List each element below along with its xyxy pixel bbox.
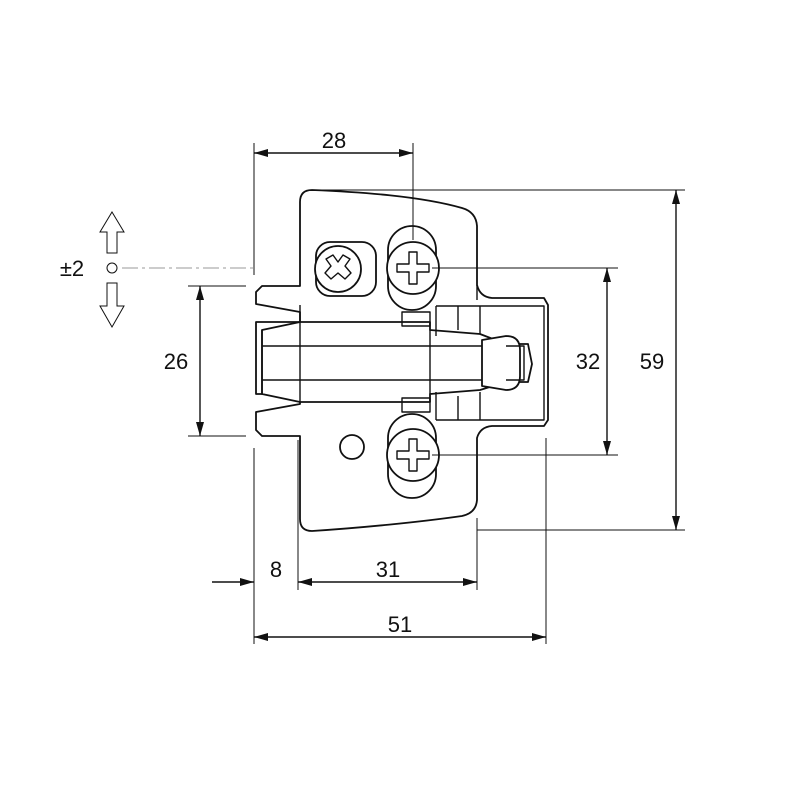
- height-adjustment-symbol: ±2: [60, 211, 125, 329]
- locating-hole: [339, 434, 365, 460]
- dim-total-width-label: 51: [388, 612, 412, 637]
- pivot-dot-icon: [106, 262, 118, 274]
- up-arrow-icon: [99, 211, 125, 254]
- cam-eccentric: [481, 335, 521, 391]
- down-arrow-icon: [99, 282, 125, 329]
- bottom-slot-notch: [401, 397, 431, 413]
- plate-upper-step: [299, 285, 478, 322]
- cam-eccentric-detail: [506, 345, 525, 381]
- dim-total-height: 59: [640, 190, 680, 530]
- phillips-screw-top: [386, 241, 440, 295]
- dim-left-height-label: 26: [164, 349, 188, 374]
- plate-right-frame: [435, 305, 545, 421]
- cross-screw-left: [314, 245, 362, 293]
- dim-offset-left-label: 8: [270, 557, 282, 582]
- dim-screw-spacing: 32: [576, 268, 611, 455]
- dim-top-width: 28: [254, 128, 413, 157]
- dim-bottom-offsets: 8 31: [212, 557, 477, 586]
- phillips-screw-bottom: [386, 428, 440, 482]
- extension-lines: [188, 143, 685, 644]
- dim-offset-mid-label: 31: [376, 557, 400, 582]
- cam-housing-lines: [261, 322, 482, 402]
- top-slot-notch: [401, 311, 431, 327]
- dim-total-width: 51: [254, 612, 546, 641]
- dim-left-height: 26: [164, 286, 204, 436]
- adjustment-label: ±2: [60, 256, 84, 281]
- mounting-plate: [255, 189, 549, 532]
- dim-screw-spacing-label: 32: [576, 349, 600, 374]
- dim-top-width-label: 28: [322, 128, 346, 153]
- dim-total-height-label: 59: [640, 349, 664, 374]
